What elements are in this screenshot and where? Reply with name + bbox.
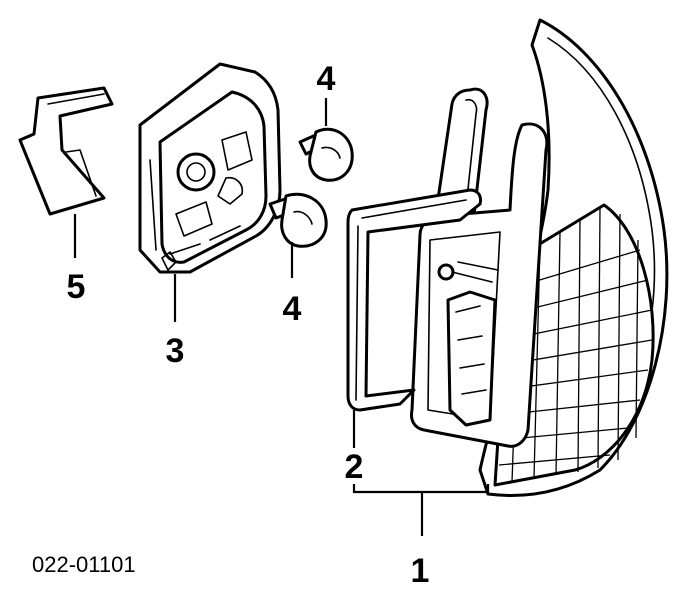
tail-lamp-assembly [410, 18, 669, 497]
bulb-holder [138, 62, 282, 274]
callout-3: 3 [166, 332, 185, 370]
callout-4-lower: 4 [283, 290, 302, 328]
callout-1: 1 [411, 552, 430, 590]
retaining-clip [18, 86, 114, 216]
callout-5: 5 [67, 268, 86, 306]
callout-2: 2 [345, 448, 364, 486]
gasket-frame [346, 188, 482, 412]
callout-4-upper: 4 [317, 60, 336, 98]
leader-bracket [352, 484, 490, 494]
bulb-lower [268, 192, 328, 248]
leader-lines [73, 98, 490, 536]
bulb-upper [298, 127, 354, 182]
diagram-part-number: 022-01101 [32, 552, 136, 577]
